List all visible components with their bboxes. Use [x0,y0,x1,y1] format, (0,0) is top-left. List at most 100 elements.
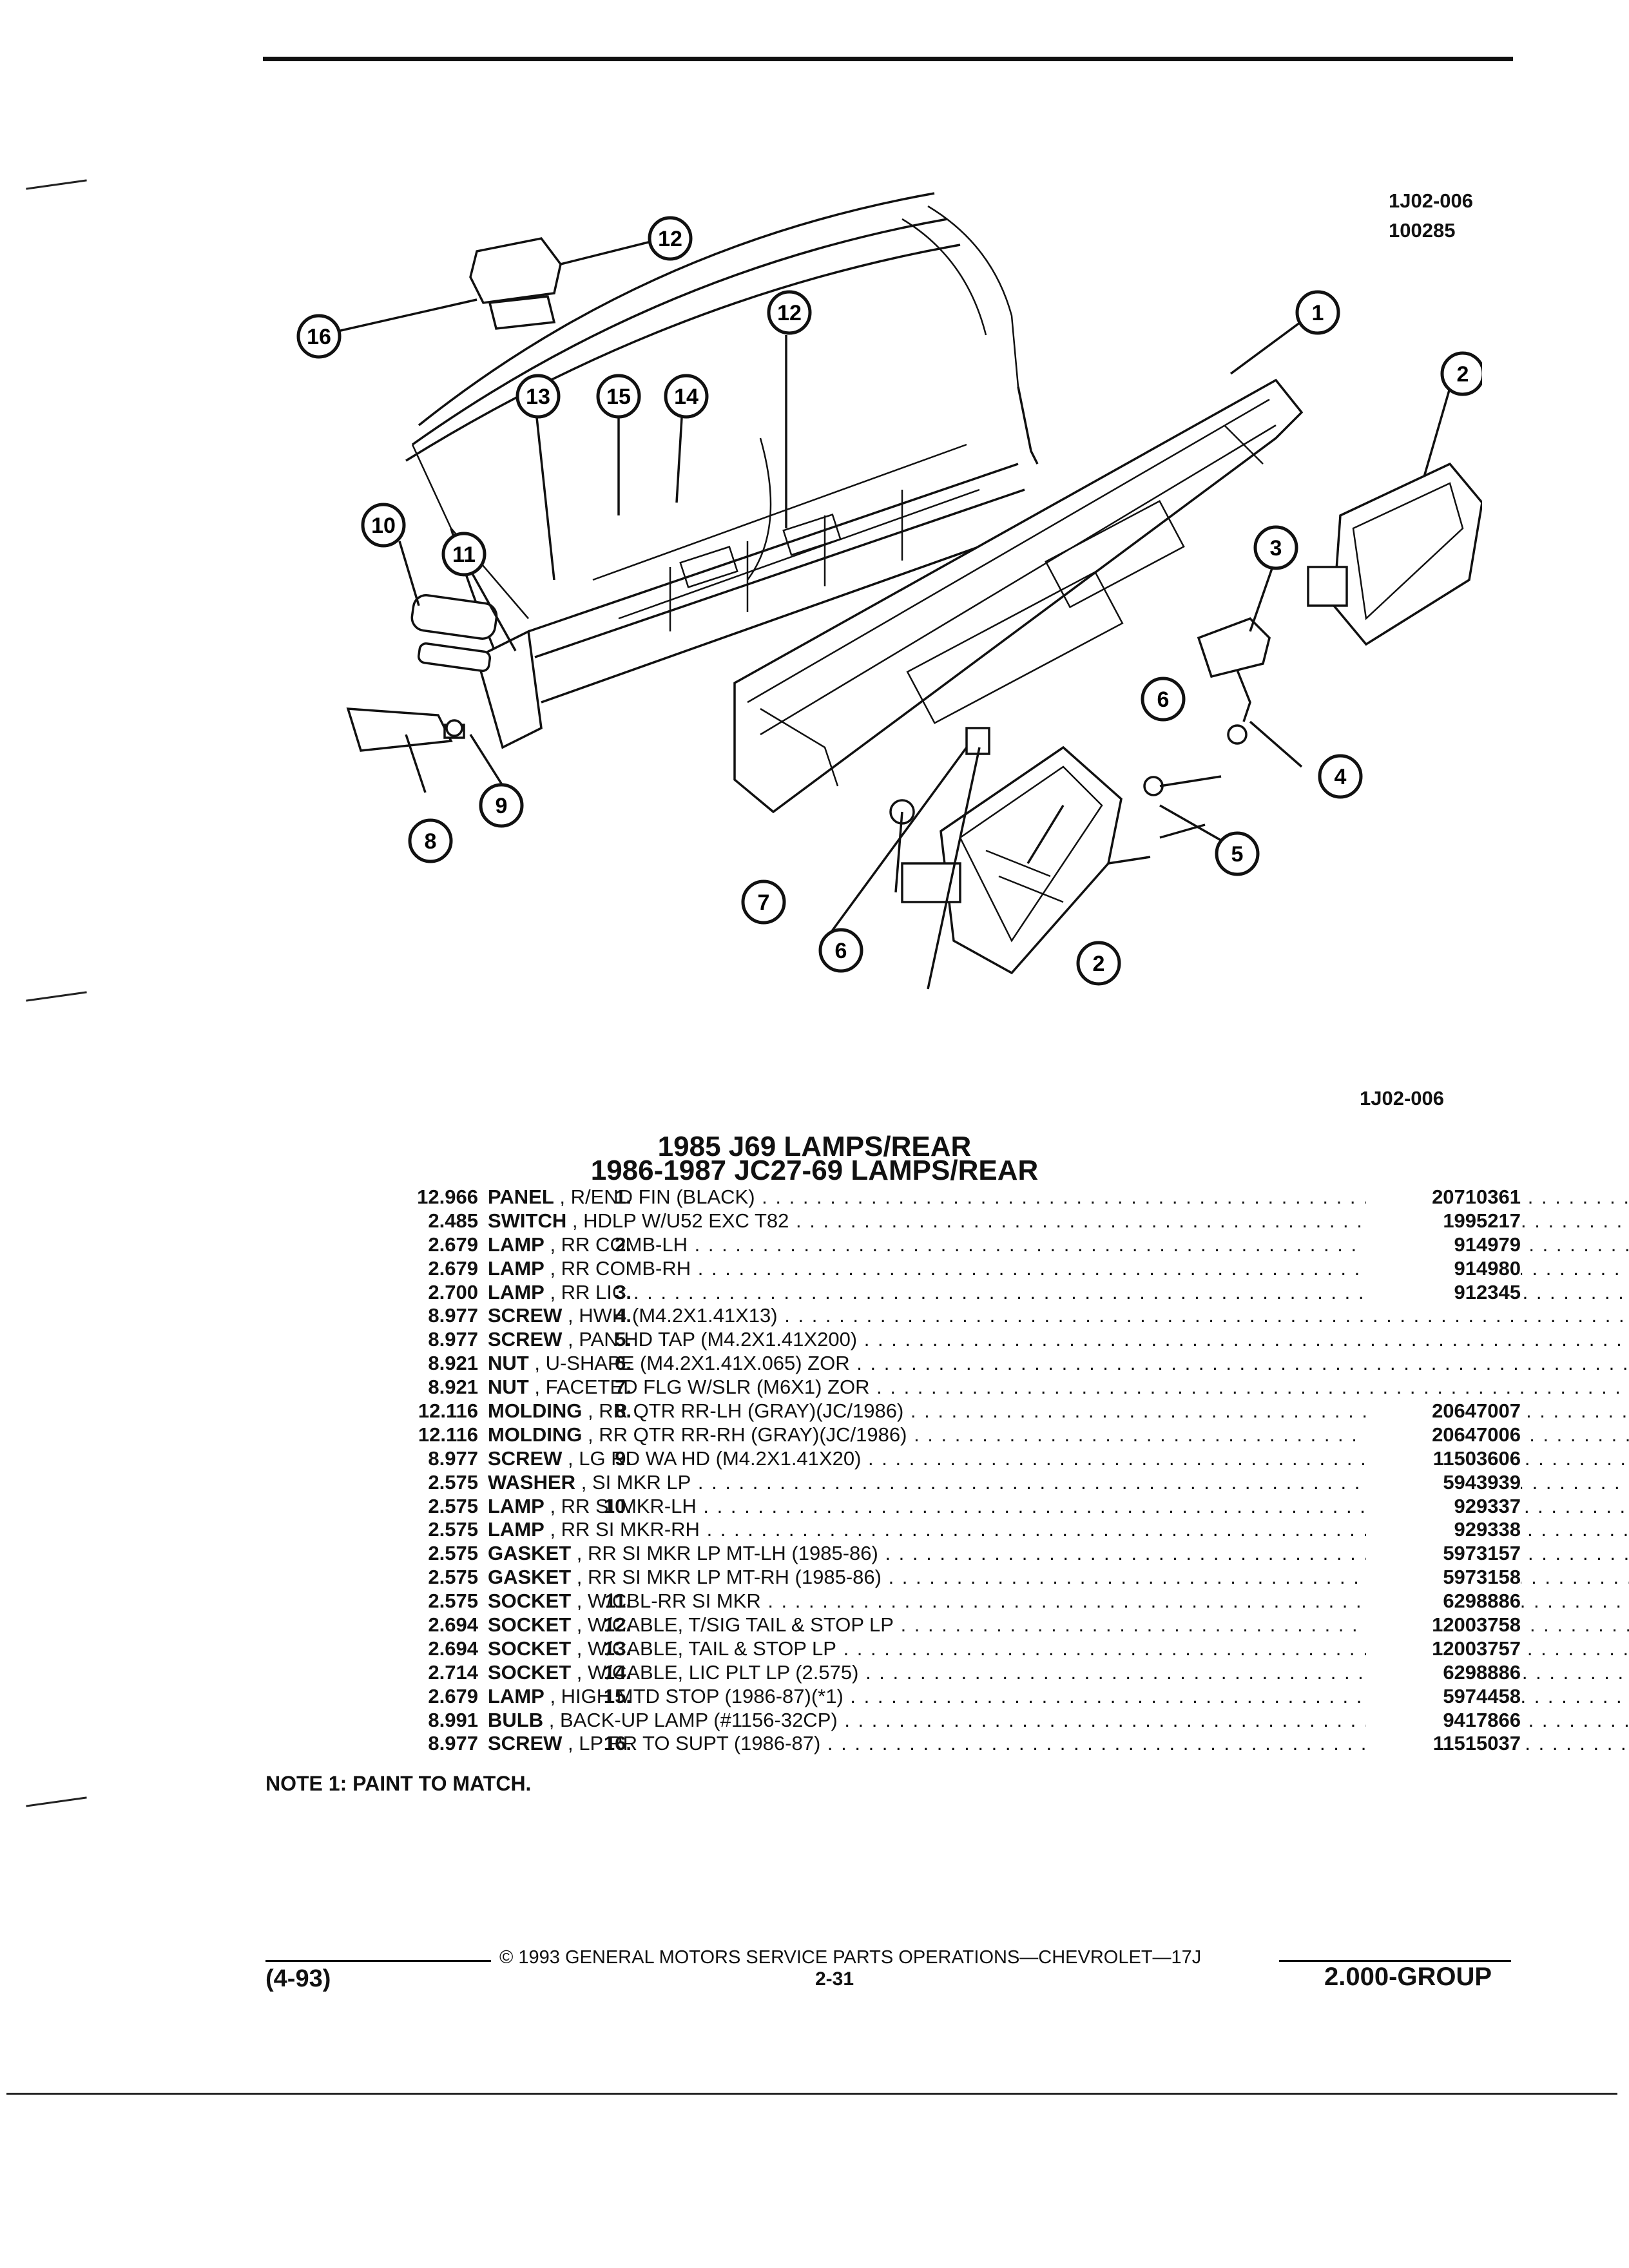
part-detail: W/CABLE, T/SIG TAIL & STOP LP [588,1613,894,1637]
callout-6b: 6 [818,928,863,973]
group-number: 2.694 [428,1613,478,1637]
part-detail: LG RD WA HD (M4.2X1.41X20) [579,1446,862,1470]
body-outline [405,192,1039,749]
item-number: 10. [603,1494,631,1517]
part-separator: , [544,1280,561,1303]
part-detail: W/CBL-RR SI MKR [588,1590,761,1613]
part-separator: , [554,1186,571,1208]
part-name: MOLDING [488,1399,583,1423]
part-name: LAMP [488,1684,545,1707]
callout-9: 9 [479,783,524,828]
callout-5: 5 [1215,831,1260,876]
item-number: 6. [615,1352,631,1375]
callout-label: 9 [496,794,508,818]
part-separator: , [562,1446,579,1470]
part-detail: RR SI MKR LP MT-RH (1985-86) [588,1566,882,1589]
part-name: GASKET [488,1566,572,1589]
item-number: 12. [603,1613,631,1637]
dot-leader: . . . . . . . . . . . . . . . . . . . . … [784,1304,1629,1327]
part-name: LAMP [488,1280,545,1303]
margin-mark [26,179,87,190]
group-number: 2.679 [428,1256,478,1280]
callout-15: 12 [648,216,693,261]
callout-2a: 2 [1440,351,1482,396]
footer-page: 2-31 [815,1968,854,1990]
part-detail: RR COMB-RH [561,1256,691,1280]
part-name: LAMP [488,1518,545,1541]
part-separator: , [571,1590,588,1613]
part-detail: RR SI MKR-RH [561,1518,700,1541]
part-number: 5974458 [1366,1684,1521,1709]
part-description: NUT , FACETED FLG W/SLR (M6X1) ZOR . . .… [488,1376,1629,1399]
part-detail: LP RR TO SUPT (1986-87) [579,1732,821,1755]
part-number: 20647007 [1366,1399,1521,1423]
footer-rule-right [1279,1960,1511,1962]
callout-label: 12 [777,301,802,325]
group-number: 2.575 [428,1542,478,1565]
part-number: 20710361 [1366,1186,1521,1209]
callout-12b: 14 [664,374,709,419]
callout-label: 15 [606,385,631,409]
part-separator: , [562,1304,579,1327]
part-name: SWITCH [488,1209,567,1232]
part-name: SCREW [488,1328,563,1351]
item-number: 13. [603,1637,631,1660]
group-number: 12.116 [418,1399,478,1423]
item-number: 4. [615,1304,631,1327]
part-separator: , [544,1233,561,1256]
item-number: 9. [615,1446,631,1470]
part-name: PANEL [488,1186,554,1208]
callout-label: 3 [1270,536,1282,561]
part-name: WASHER [488,1470,576,1494]
part-separator: , [544,1684,561,1707]
group-number: 2.679 [428,1684,478,1707]
part-separator: , [582,1423,599,1446]
callout-7: 7 [741,879,786,925]
part-detail: RR SI MKR LP MT-LH (1985-86) [588,1542,878,1565]
part-name: LAMP [488,1494,545,1517]
callout-label: 11 [452,543,476,567]
lic-lamp [1197,617,1271,722]
part-detail: HDLP W/U52 EXC T82 [583,1209,789,1232]
part-separator: , [543,1708,560,1731]
part-number: 6298886 [1366,1590,1521,1614]
section-title: 1985 J69 LAMPS/REAR [657,1131,972,1162]
part-number: 11503606 [1366,1446,1521,1471]
exploded-parts-diagram: 12 16 12 13 15 14 1 2 10 11 3 6 4 9 8 5 … [296,192,1482,990]
part-name: SCREW [488,1446,563,1470]
callout-label: 1 [1312,301,1324,325]
item-number: 14. [603,1660,631,1684]
part-separator: , [544,1256,561,1280]
rear-end-panel [733,378,1304,814]
group-number: 2.485 [428,1209,478,1232]
part-detail: BACK-UP LAMP (#1156-32CP) [559,1708,838,1731]
part-number: 9417866 [1366,1708,1521,1733]
note: NOTE 1: PAINT TO MATCH. [265,1772,532,1795]
part-name: SOCKET [488,1590,572,1613]
part-detail: RR QTR RR-RH (GRAY)(JC/1986) [599,1423,907,1446]
part-separator: , [571,1542,588,1565]
group-number: 2.679 [428,1233,478,1256]
part-number: 5973157 [1366,1542,1521,1566]
footer-date: (4-93) [265,1965,331,1992]
callout-2b: 2 [1076,941,1121,986]
part-name: LAMP [488,1256,545,1280]
part-number: 11515037 [1366,1732,1521,1756]
part-separator: , [544,1518,561,1541]
callout-label: 5 [1231,842,1244,867]
part-number: 1995217 [1366,1209,1521,1233]
